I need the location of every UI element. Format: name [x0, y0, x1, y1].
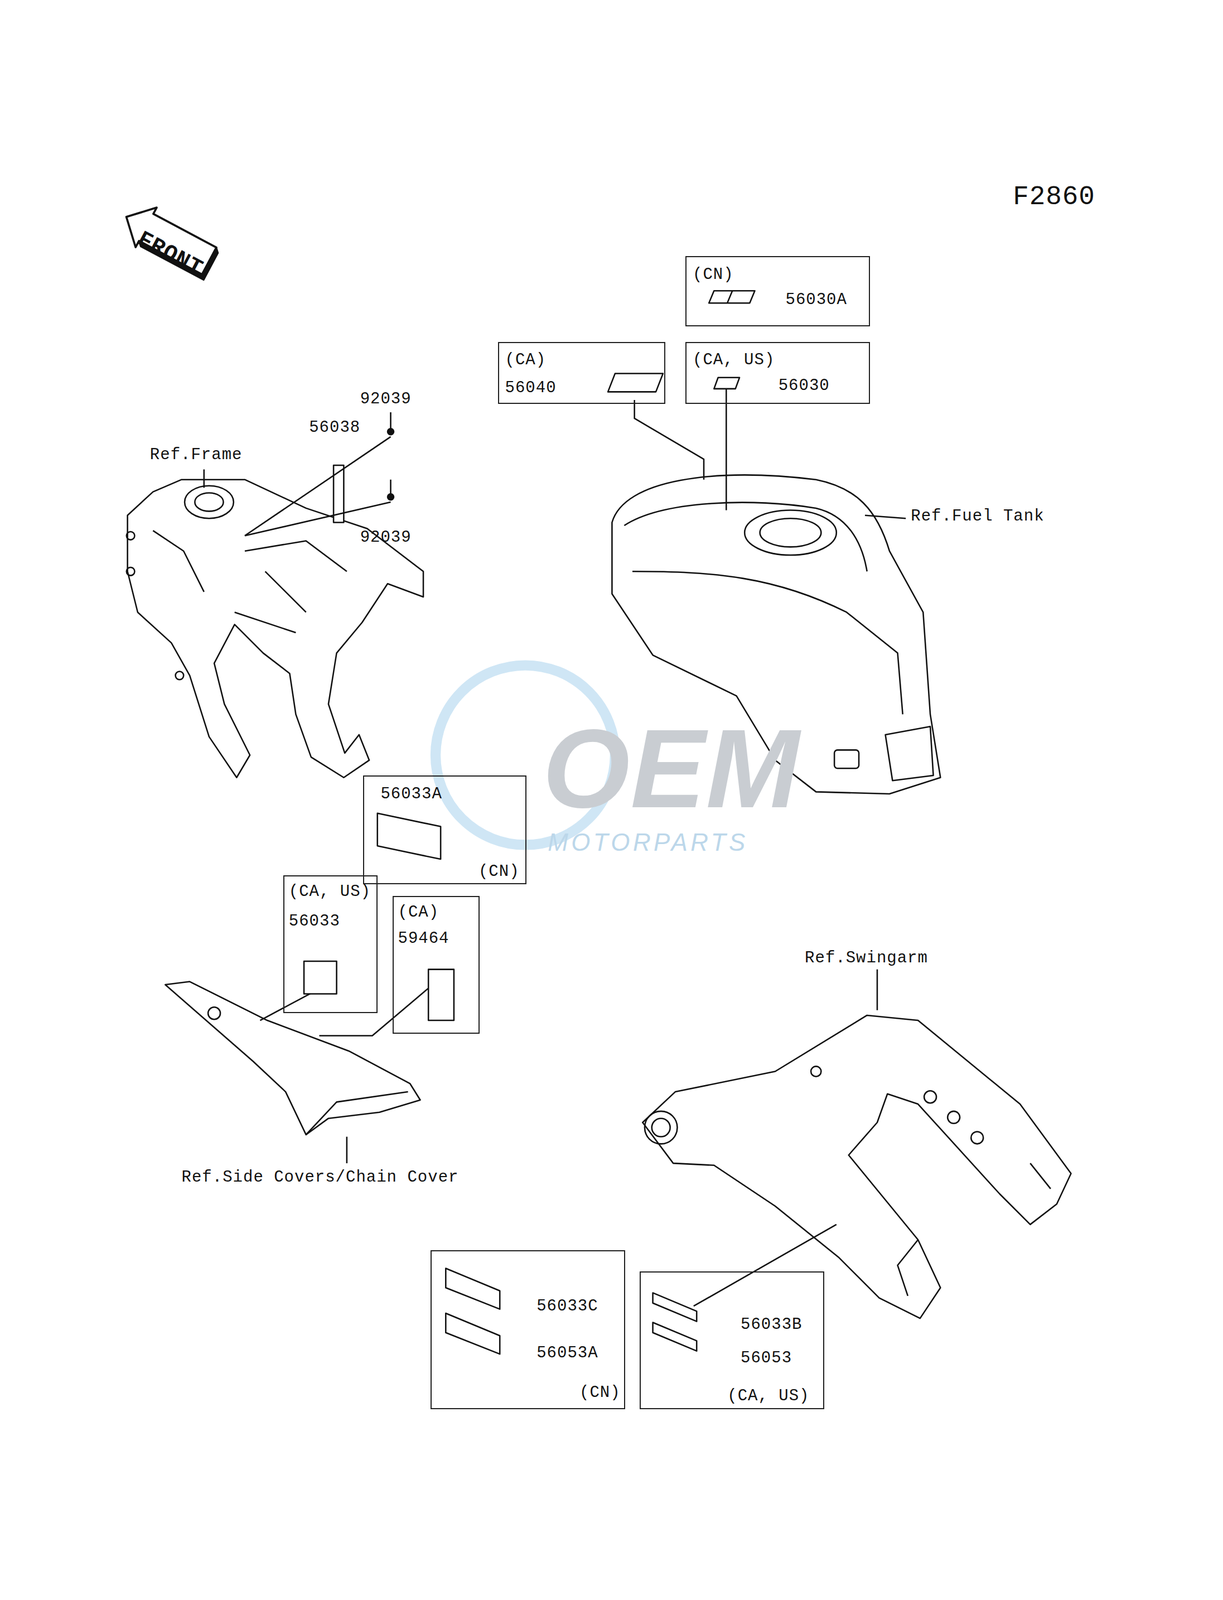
callout-number: 92039 [360, 528, 412, 547]
region-code: (CN) [478, 862, 520, 881]
region-code: (CN) [579, 1383, 621, 1402]
callout-number: 59464 [397, 929, 449, 948]
callout-number: 56033C [536, 1296, 598, 1316]
callout-number: 56033B [740, 1315, 802, 1334]
callout-number: (CN) [692, 265, 734, 284]
label-box: (CA) 56040 [498, 341, 666, 405]
part-label: Ref.Fuel Tank [910, 506, 1044, 526]
watermark: OEM [542, 703, 800, 833]
leader-line [634, 399, 704, 480]
callout-number: (CA) [397, 902, 439, 922]
label-box: (CA, US) 56033 [283, 875, 377, 1013]
side-cover [165, 981, 420, 1135]
label-box: 56033C 56053A (CN) [430, 1249, 626, 1409]
callout-number: (CA, US) [288, 882, 371, 901]
region-code: (CA, US) [727, 1386, 810, 1405]
part-label: Ref.Side Covers/Chain Cover [181, 1167, 459, 1187]
leader-line [203, 469, 206, 488]
label-box: (CN) 56030A [685, 255, 870, 327]
callout-number: 56030A [785, 290, 848, 309]
part-label: Ref.Swingarm [804, 948, 928, 968]
frame [126, 479, 424, 778]
callout-number: 56053A [536, 1343, 598, 1362]
callout-number: 56038 [308, 418, 361, 437]
label-box: (CA) 59464 [392, 895, 480, 1034]
callout-number: 56033A [380, 784, 442, 804]
label-box: 56033A (CN) [363, 775, 527, 884]
callout-number: 56033 [288, 911, 341, 931]
callout-number: (CA) [505, 350, 547, 370]
label-box: 56033B 56053 (CA, US) [639, 1270, 825, 1409]
part-label: Ref.Frame [150, 445, 243, 464]
leader-line [693, 1224, 837, 1306]
callout-number: 56053 [740, 1348, 792, 1367]
leader-line [725, 385, 728, 510]
label-box: (CA, US)56030 [685, 341, 870, 405]
callout-number: 56030 [778, 376, 830, 395]
watermark: MOTORPARTS [547, 828, 749, 857]
callout-number: (CA, US) [692, 350, 775, 370]
part-label: F2860 [1012, 181, 1096, 213]
callout-number: 92039 [360, 389, 412, 409]
leader-line [244, 436, 391, 536]
front-arrow [115, 196, 224, 283]
callout-number: 56040 [505, 378, 557, 398]
swingarm [642, 1014, 1071, 1318]
